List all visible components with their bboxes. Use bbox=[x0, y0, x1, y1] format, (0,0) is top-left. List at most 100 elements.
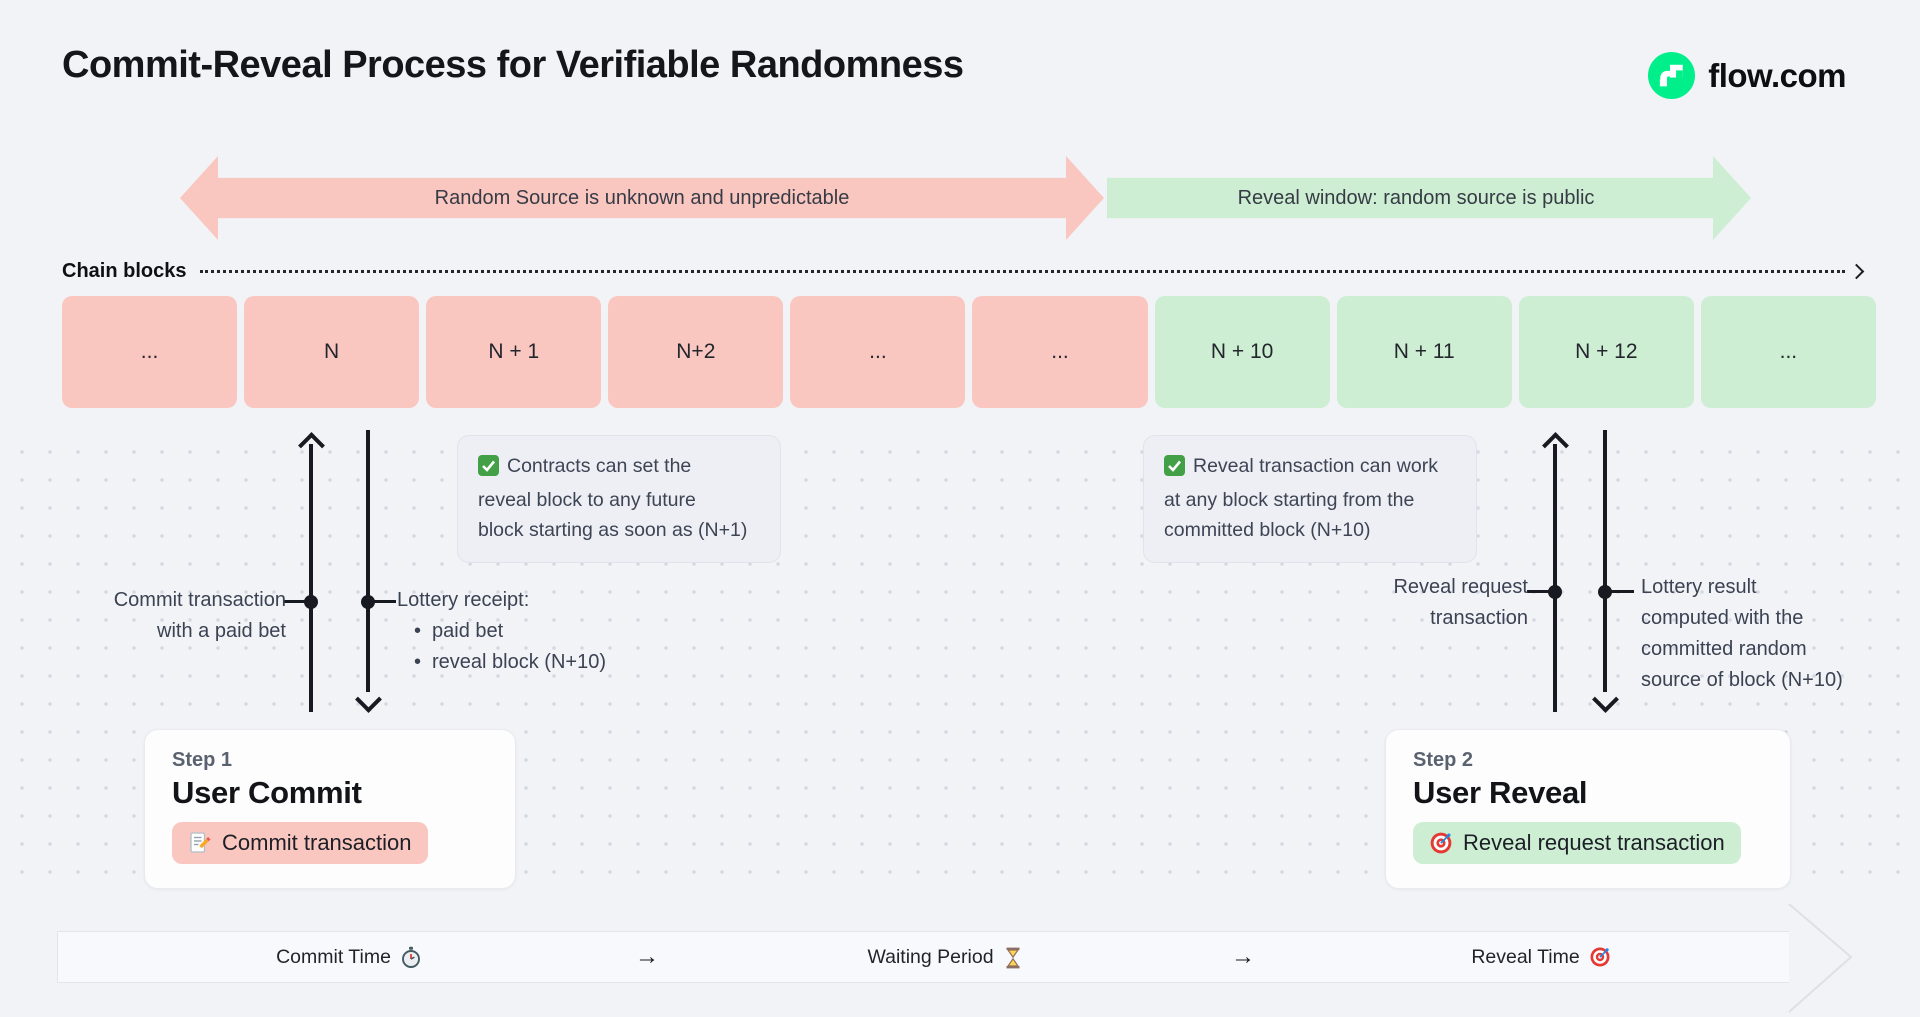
connector-dot bbox=[1598, 585, 1612, 599]
arrow-right-icon: → bbox=[1231, 943, 1255, 970]
chain-block: N+2 bbox=[608, 296, 784, 408]
block-label: N + 11 bbox=[1393, 340, 1455, 363]
note-line: source of block (N+10) bbox=[1641, 669, 1843, 691]
note-line: Reveal request bbox=[1393, 576, 1528, 598]
chain-block: N bbox=[244, 296, 420, 408]
callout-text: Contracts can set the bbox=[507, 455, 692, 477]
callout-text: Reveal transaction can work bbox=[1193, 455, 1438, 477]
block-label: ... bbox=[1779, 340, 1798, 363]
chain-block: ... bbox=[972, 296, 1148, 408]
callout-line: Reveal transaction can work bbox=[1164, 451, 1456, 485]
step2-card: Step 2 User Reveal Reveal request transa… bbox=[1385, 729, 1791, 889]
commit-up-arrow-line bbox=[309, 444, 313, 712]
unknown-phase-label: Random Source is unknown and unpredictab… bbox=[434, 186, 850, 209]
timeline-separator: → bbox=[1094, 943, 1392, 971]
step1-kicker: Step 1 bbox=[172, 749, 233, 771]
timeline-items: Commit Time → Waiting Period bbox=[200, 931, 1690, 983]
reveal-button-label: Reveal request transaction bbox=[1463, 830, 1725, 855]
block-label: ... bbox=[1051, 340, 1069, 363]
block-label: ... bbox=[869, 340, 887, 363]
connector-line bbox=[1527, 590, 1550, 593]
note-line: Commit transaction bbox=[113, 589, 286, 611]
block-label: ... bbox=[140, 340, 159, 363]
note-line: transaction bbox=[1430, 607, 1528, 629]
chain-blocks-row: ... N N + 1 N+2 ... ... N + 10 N + 11 N … bbox=[62, 296, 1876, 408]
note-line: with a paid bet bbox=[157, 620, 286, 642]
bullet-item: • paid bet bbox=[397, 616, 657, 647]
chain-axis-arrow-icon bbox=[1848, 263, 1865, 280]
timeline-waiting-period: Waiting Period bbox=[796, 946, 1094, 969]
step2-kicker: Step 2 bbox=[1413, 749, 1474, 771]
memo-icon bbox=[188, 831, 212, 855]
reveal-phase-label: Reveal window: random source is public bbox=[1237, 186, 1595, 209]
callout-text: at any block starting from the bbox=[1164, 489, 1415, 511]
block-label: N + 10 bbox=[1210, 340, 1274, 363]
timeline-arrowhead-icon bbox=[1787, 902, 1859, 1017]
unknown-phase-arrow: Random Source is unknown and unpredictab… bbox=[180, 156, 1104, 240]
note-line: Lottery result bbox=[1641, 576, 1757, 598]
page-title: Commit-Reveal Process for Verifiable Ran… bbox=[62, 44, 964, 86]
callout-reveal-window: Reveal transaction can work at any block… bbox=[1143, 435, 1477, 563]
bullet-text: paid bet bbox=[432, 620, 504, 642]
chain-block: ... bbox=[62, 296, 238, 408]
chain-block: N + 10 bbox=[1154, 296, 1330, 408]
block-label: N + 1 bbox=[488, 340, 540, 363]
check-icon bbox=[1164, 455, 1185, 485]
bullet-item: •reveal block (N+10) bbox=[397, 647, 657, 678]
stopwatch-icon bbox=[400, 946, 422, 969]
note-line: committed random bbox=[1641, 638, 1807, 660]
timeline-commit-time: Commit Time bbox=[200, 946, 498, 969]
target-icon bbox=[1429, 831, 1453, 855]
arrow-right-icon: → bbox=[635, 943, 659, 970]
chain-block: ... bbox=[790, 296, 966, 408]
chain-block: N + 12 bbox=[1518, 296, 1694, 408]
brand-name: flow.com bbox=[1708, 56, 1846, 94]
connector-dot bbox=[1548, 585, 1562, 599]
result-down-arrow-line bbox=[1603, 430, 1607, 692]
callout-text: committed block (N+10) bbox=[1164, 519, 1371, 541]
bullet-icon: • bbox=[414, 620, 422, 642]
commit-transaction-button[interactable]: Commit transaction bbox=[172, 822, 428, 864]
block-label: N bbox=[324, 340, 340, 363]
note-line: computed with the bbox=[1641, 607, 1804, 629]
timeline-reveal-time: Reveal Time bbox=[1392, 946, 1690, 969]
callout-line: Contracts can set the bbox=[478, 451, 760, 485]
block-label: N + 12 bbox=[1575, 340, 1638, 363]
note-title: Lottery receipt: bbox=[397, 589, 530, 611]
chain-dotted-line bbox=[200, 269, 1845, 273]
reveal-up-arrow-line bbox=[1553, 444, 1557, 712]
chain-block: N + 1 bbox=[426, 296, 602, 408]
chain-block: ... bbox=[1700, 296, 1876, 408]
hourglass-icon bbox=[1003, 946, 1023, 969]
reveal-phase-arrow: Reveal window: random source is public bbox=[1107, 156, 1751, 240]
callout-commit-window: Contracts can set the reveal block to an… bbox=[457, 435, 781, 563]
chain-axis: Chain blocks bbox=[62, 256, 1865, 286]
reveal-request-button[interactable]: Reveal request transaction bbox=[1413, 822, 1741, 864]
chain-blocks-label: Chain blocks bbox=[62, 259, 187, 282]
callout-text: reveal block to any future bbox=[478, 489, 696, 511]
connector-dot bbox=[361, 595, 375, 609]
timeline-separator: → bbox=[498, 943, 796, 971]
timeline-label: Waiting Period bbox=[867, 945, 994, 968]
flow-logo-icon bbox=[1648, 52, 1696, 99]
check-icon bbox=[478, 455, 499, 485]
target-icon bbox=[1589, 946, 1611, 968]
chain-block: N + 11 bbox=[1336, 296, 1512, 408]
connector-line bbox=[1610, 590, 1634, 593]
flow-brand[interactable]: flow.com bbox=[1648, 52, 1846, 99]
connector-line bbox=[283, 600, 306, 603]
timeline-label: Commit Time bbox=[276, 945, 391, 968]
timeline-bar bbox=[57, 931, 1789, 983]
connector-dot bbox=[304, 595, 318, 609]
reveal-request-note: Reveal request transaction bbox=[1330, 572, 1528, 634]
lottery-result-note: Lottery result computed with the committ… bbox=[1641, 572, 1920, 696]
timeline-label: Reveal Time bbox=[1471, 945, 1580, 968]
lottery-receipt-note: Lottery receipt: • paid bet •reveal block… bbox=[397, 585, 657, 678]
callout-text: block starting as soon as (N+1) bbox=[478, 519, 748, 541]
block-label: N+2 bbox=[676, 340, 716, 363]
step1-title: User Commit bbox=[172, 775, 362, 810]
step1-card: Step 1 User Commit Commit transaction bbox=[144, 729, 516, 889]
receipt-down-arrow-line bbox=[366, 430, 370, 692]
commit-transaction-note: Commit transaction with a paid bet bbox=[80, 585, 286, 647]
